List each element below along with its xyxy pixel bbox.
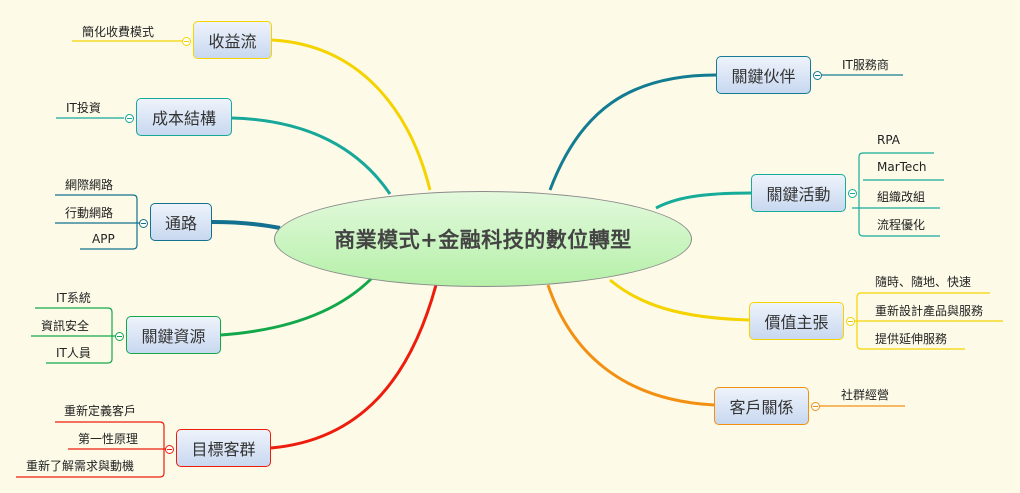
subtopic[interactable]: MarTech [877, 160, 927, 174]
subtopic[interactable]: 提供延伸服務 [875, 332, 948, 346]
collapse-toggle-icon[interactable] [125, 114, 134, 123]
collapse-toggle-icon[interactable] [848, 189, 857, 198]
collapse-toggle-icon[interactable] [182, 37, 191, 46]
subtopic[interactable]: 網際網路 [65, 178, 114, 192]
topic-channels[interactable]: 通路 [150, 203, 212, 241]
collapse-toggle-icon[interactable] [811, 402, 820, 411]
subtopic[interactable]: APP [92, 232, 115, 246]
topic-value-propositions[interactable]: 價值主張 [749, 302, 844, 340]
topic-label: 價值主張 [764, 313, 829, 332]
central-topic-label: 商業模式+金融科技的數位轉型 [334, 228, 632, 252]
subtopic[interactable]: IT系統 [56, 291, 91, 305]
topic-key-resources[interactable]: 關鍵資源 [126, 316, 221, 354]
topic-revenue-streams[interactable]: 收益流 [193, 21, 272, 59]
topic-label: 關鍵伙伴 [731, 67, 796, 86]
subtopic[interactable]: 資訊安全 [41, 319, 90, 333]
subtopic[interactable]: 第一性原理 [78, 432, 139, 446]
subtopic[interactable]: RPA [877, 133, 901, 147]
collapse-toggle-icon[interactable] [846, 317, 855, 326]
topic-customer-segments[interactable]: 目標客群 [176, 429, 271, 467]
collapse-toggle-icon[interactable] [813, 71, 822, 80]
collapse-toggle-icon[interactable] [139, 219, 148, 228]
central-topic[interactable]: 商業模式+金融科技的數位轉型 [274, 191, 692, 287]
subtopic[interactable]: 組織改組 [877, 190, 926, 204]
collapse-toggle-icon[interactable] [115, 332, 124, 341]
topic-label: 成本結構 [151, 109, 216, 128]
topic-label: 目標客群 [191, 440, 256, 459]
subtopic[interactable]: 重新了解需求與動機 [26, 459, 135, 473]
topic-key-activities[interactable]: 關鍵活動 [751, 174, 846, 212]
subtopic[interactable]: IT人員 [56, 346, 91, 360]
subtopic[interactable]: IT服務商 [842, 58, 889, 72]
topic-customer-relationships[interactable]: 客戶關係 [714, 387, 809, 425]
topic-label: 關鍵資源 [141, 327, 206, 346]
subtopic[interactable]: 簡化收費模式 [82, 25, 155, 39]
topic-cost-structure[interactable]: 成本結構 [136, 98, 232, 136]
subtopic[interactable]: 行動網路 [65, 206, 114, 220]
collapse-toggle-icon[interactable] [165, 445, 174, 454]
topic-label: 收益流 [208, 32, 257, 51]
subtopic[interactable]: 重新定義客戶 [64, 404, 137, 418]
topic-key-partners[interactable]: 關鍵伙伴 [716, 56, 811, 94]
subtopic[interactable]: IT投資 [66, 101, 101, 115]
subtopic[interactable]: 隨時、隨地、快速 [875, 275, 972, 289]
subtopic[interactable]: 社群經營 [841, 388, 890, 402]
subtopic[interactable]: 重新設計產品與服務 [875, 304, 984, 318]
topic-label: 關鍵活動 [766, 185, 831, 204]
subtopic[interactable]: 流程優化 [877, 218, 926, 232]
topic-label: 客戶關係 [729, 398, 794, 417]
topic-label: 通路 [164, 214, 197, 233]
